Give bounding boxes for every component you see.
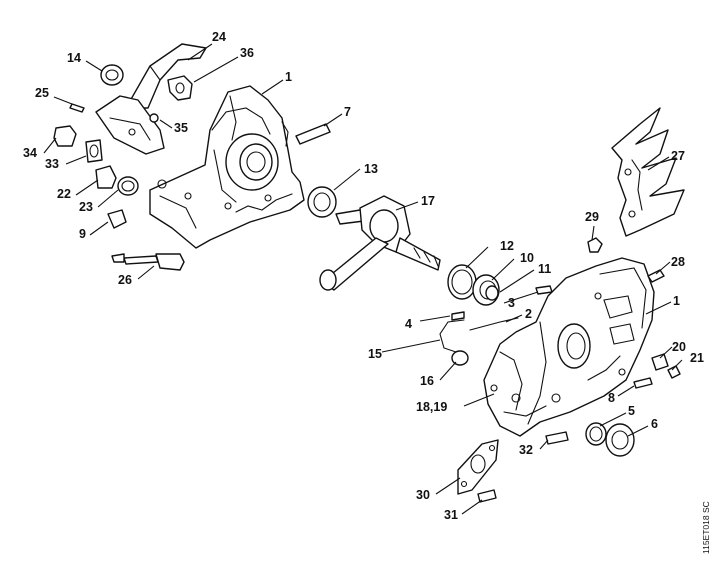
part-3-pin bbox=[535, 285, 553, 295]
part-36-bracket bbox=[167, 75, 193, 101]
bracket-plate bbox=[95, 95, 165, 155]
callout-35: 35 bbox=[174, 121, 188, 135]
part-17-crankshaft bbox=[319, 195, 441, 291]
part-25-screw bbox=[69, 103, 85, 113]
callout-3: 3 bbox=[508, 296, 515, 310]
callout-36: 36 bbox=[240, 46, 254, 60]
part-14-seal bbox=[100, 64, 124, 86]
callout-11: 11 bbox=[538, 262, 551, 276]
callout-26: 26 bbox=[118, 273, 132, 287]
leader-lines bbox=[43, 43, 683, 515]
part-9-cap bbox=[107, 209, 127, 229]
callout-29: 29 bbox=[585, 210, 599, 224]
callout-22: 22 bbox=[57, 187, 71, 201]
crankcase-right-half bbox=[483, 257, 655, 437]
callout-27: 27 bbox=[671, 149, 685, 163]
callout-33: 33 bbox=[45, 157, 59, 171]
part-32-screw bbox=[545, 431, 569, 445]
part-16-fitting bbox=[451, 350, 469, 366]
callout-17: 17 bbox=[421, 194, 435, 208]
part-7-pin bbox=[295, 123, 331, 145]
callout-34: 34 bbox=[23, 146, 37, 160]
part-29-nut bbox=[587, 237, 603, 253]
callout-5: 5 bbox=[628, 404, 635, 418]
part-28-screw bbox=[647, 269, 665, 283]
callout-10: 10 bbox=[520, 251, 534, 265]
part-11-seal bbox=[485, 285, 499, 301]
callout-6: 6 bbox=[651, 417, 658, 431]
part-22-fitting bbox=[95, 165, 117, 189]
callout-16: 16 bbox=[420, 374, 434, 388]
callout-8: 8 bbox=[608, 391, 615, 405]
part-24-guard bbox=[125, 43, 207, 109]
callout-12: 12 bbox=[500, 239, 514, 253]
part-34-plug bbox=[53, 125, 77, 147]
part-21-screw bbox=[667, 365, 681, 379]
callout-14: 14 bbox=[67, 51, 81, 65]
part-33-bushing bbox=[85, 139, 103, 163]
callout-4: 4 bbox=[405, 317, 412, 331]
part-15-oil-line bbox=[439, 319, 465, 353]
callout-20: 20 bbox=[672, 340, 686, 354]
callout-13: 13 bbox=[364, 162, 378, 176]
callout-32: 32 bbox=[519, 443, 533, 457]
callout-21: 21 bbox=[690, 351, 704, 365]
callout-9: 9 bbox=[79, 227, 86, 241]
callout-1: 1 bbox=[285, 70, 292, 84]
callout-25: 25 bbox=[35, 86, 49, 100]
callout-28: 28 bbox=[671, 255, 685, 269]
part-27-spike-bumper bbox=[611, 107, 685, 237]
part-26-bolt bbox=[111, 253, 185, 271]
callout-30: 30 bbox=[416, 488, 430, 502]
callout-7: 7 bbox=[344, 105, 351, 119]
part-20-plug bbox=[651, 353, 669, 371]
part-23-oring bbox=[117, 176, 139, 196]
callout-31: 31 bbox=[444, 508, 458, 522]
callout-labels: 24 36 14 1 25 35 7 34 33 22 23 13 17 9 2… bbox=[23, 30, 704, 522]
callout-23: 23 bbox=[79, 200, 93, 214]
callout-15: 15 bbox=[368, 347, 382, 361]
callout-2: 2 bbox=[525, 307, 532, 321]
part-8-screw bbox=[633, 377, 653, 389]
callout-24: 24 bbox=[212, 30, 226, 44]
crankcase-left-half bbox=[149, 85, 305, 249]
drawing-code: 115ET018 SC bbox=[701, 501, 711, 554]
part-13-bearing bbox=[307, 186, 337, 218]
part-6-cover bbox=[605, 423, 635, 457]
part-31-screw bbox=[477, 489, 497, 503]
callout-18-19: 18,19 bbox=[416, 400, 447, 414]
part-35-nut bbox=[149, 113, 159, 123]
part-5-oring bbox=[585, 422, 607, 446]
part-30-flange bbox=[457, 439, 499, 495]
part-4-screw bbox=[451, 311, 465, 321]
callout-1-lower: 1 bbox=[673, 294, 680, 308]
